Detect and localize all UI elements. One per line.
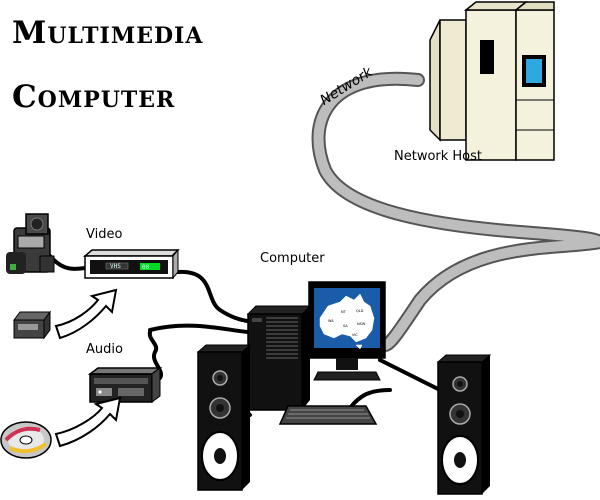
diagram-title-line1: Multimedia: [12, 15, 204, 51]
audio-label: Audio: [86, 342, 123, 357]
video-arrow-icon: [54, 288, 118, 340]
svg-text:00: 00: [142, 264, 150, 271]
left-speaker-icon: [196, 344, 252, 491]
map-label: SA: [343, 324, 348, 328]
map-label: WA: [328, 319, 334, 323]
right-speaker-icon: [436, 354, 492, 495]
map-label: NT: [341, 310, 347, 314]
map-label: NSW: [357, 322, 366, 326]
svg-text:VHS: VHS: [110, 263, 121, 270]
computer-tower-icon: [246, 305, 312, 411]
map-label: VIC: [352, 333, 358, 337]
network-host-icon: [429, 1, 555, 161]
audio-deck-icon: [87, 367, 163, 403]
monitor-icon: WA NT SA QLD NSW VIC: [308, 281, 386, 381]
video-cassette-icon: [13, 310, 51, 340]
vcr-icon: VHS 00: [82, 248, 180, 280]
map-label: QLD: [356, 309, 364, 313]
diagram-title-line2: Computer: [12, 79, 176, 115]
network-host-label: Network Host: [394, 149, 483, 164]
cd-icon: [0, 421, 52, 459]
keyboard-icon: [278, 405, 378, 425]
computer-label: Computer: [260, 251, 325, 266]
video-label: Video: [86, 227, 123, 242]
australia-map-icon: [319, 293, 375, 350]
audio-arrow-icon: [54, 396, 122, 448]
video-camera-icon: [6, 213, 55, 274]
